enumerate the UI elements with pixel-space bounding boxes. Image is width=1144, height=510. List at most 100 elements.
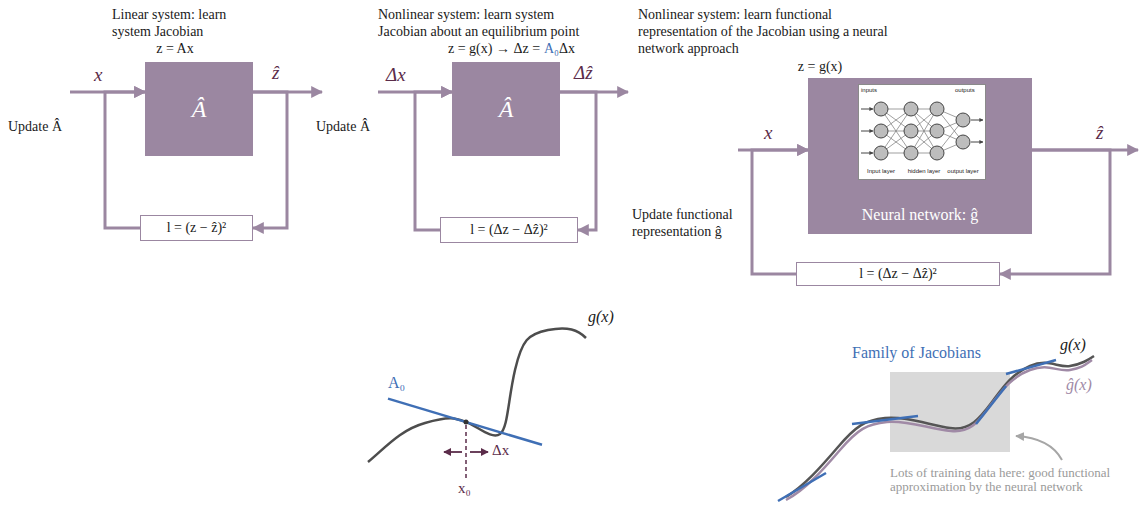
delta-arrow <box>444 451 462 453</box>
update-label-holder: Update Â <box>316 118 370 135</box>
tangent-label-holder: A₀ <box>388 374 405 391</box>
neuron <box>874 102 888 116</box>
tangent-line <box>976 386 1006 424</box>
panel-heading: Nonlinear system: learn system Jacobian … <box>378 6 600 40</box>
neural-network-box: inputs outputsInput layer hidden layer outp… <box>808 78 1032 234</box>
estimator-box: Â <box>452 62 560 156</box>
equation: z = g(x) <box>770 58 870 75</box>
curve-label: g(x) <box>1060 336 1086 353</box>
signal-label-holder: Δx <box>386 66 406 83</box>
annotation-note-holder: Lots of training data here: good functio… <box>890 466 1120 494</box>
io-arrow <box>861 109 873 110</box>
curve-label: g(x) <box>588 308 614 325</box>
tangent-line <box>1006 360 1056 374</box>
signal-label: Δẑ <box>574 64 593 81</box>
equation-holder: z = g(x) → Δz = <box>448 40 540 57</box>
feedback-connector <box>560 92 596 230</box>
signal-label: ẑ <box>272 64 279 81</box>
panel-heading-holder: Linear system: learn system Jacobian <box>112 6 252 40</box>
equilibrium-point <box>464 420 469 425</box>
network-picture <box>859 85 985 179</box>
panel-heading-holder: Nonlinear system: learn system Jacobian … <box>378 6 600 40</box>
feedback-connector <box>415 92 452 230</box>
box-title: Neural network: ĝ <box>862 205 978 224</box>
signal-label-holder: Δẑ <box>574 64 593 81</box>
equation-symbol-holder: A₀ <box>544 40 559 57</box>
layer-label: hidden layer <box>908 168 941 175</box>
feedback-connector <box>105 92 145 228</box>
update-label-holder: Update Â <box>8 118 62 135</box>
delta-label-holder: Δx <box>492 442 509 459</box>
box-text: Â <box>192 95 207 124</box>
equation-symbol: A₀ <box>544 40 559 57</box>
box-text: l = (z − ẑ)² <box>167 220 227 237</box>
curve-label-holder: ĝ(x) <box>1066 376 1092 393</box>
panel-heading: Nonlinear system: learn functional repre… <box>638 6 890 57</box>
panel-heading-holder: Nonlinear system: learn functional repre… <box>638 6 890 57</box>
io-arrow <box>971 142 983 143</box>
layer-label: output layer <box>947 168 978 175</box>
layer-label: inputs <box>861 87 877 94</box>
signal-label: ẑ <box>1096 124 1103 141</box>
equation: z = Ax <box>140 40 210 57</box>
neuron <box>930 124 944 138</box>
point-label-holder: x₀ <box>458 480 471 497</box>
point-label: x₀ <box>458 480 471 497</box>
box-text: l = (Δz − Δẑ)² <box>470 222 548 239</box>
update-label: Update Â <box>316 118 370 135</box>
curve-family-label-holder: Family of Jacobians <box>852 344 981 361</box>
neuron <box>956 135 970 149</box>
annotation-note: Lots of training data here: good functio… <box>890 466 1120 494</box>
delta-label: Δx <box>492 442 509 459</box>
layer-label: Input layer <box>867 168 895 175</box>
io-arrow <box>861 153 873 154</box>
curve-family-label: Family of Jacobians <box>852 344 981 361</box>
neuron <box>930 102 944 116</box>
signal-label-holder: ẑ <box>272 64 279 81</box>
io-arrow <box>861 131 873 132</box>
neuron <box>956 113 970 127</box>
equilibrium-marker <box>465 425 467 478</box>
curve-label-holder: g(x) <box>588 308 614 325</box>
tangent-line <box>852 416 918 424</box>
signal-label-holder: x <box>764 124 772 141</box>
training-data-region <box>890 372 1010 452</box>
tangent-line <box>388 399 542 445</box>
tangent-line <box>778 473 826 501</box>
leader-arrow <box>1016 436 1062 460</box>
neuron <box>930 146 944 160</box>
panel-heading: Linear system: learn system Jacobian <box>112 6 252 40</box>
estimator-box: Â <box>145 62 253 156</box>
equation-holder: Δx <box>559 40 575 57</box>
neuron <box>904 146 918 160</box>
update-label: Update functional representation ĝ <box>632 206 746 240</box>
update-label: Update Â <box>8 118 62 135</box>
function-curve <box>368 328 586 462</box>
equation: Δx <box>559 40 575 57</box>
equation-holder: z = g(x) <box>770 58 870 75</box>
equation: z = g(x) → Δz = <box>448 40 540 57</box>
neuron <box>904 102 918 116</box>
update-label-holder: Update functional representation ĝ <box>632 206 746 240</box>
signal-label-holder: x <box>94 66 102 83</box>
signal-label-holder: ẑ <box>1096 124 1103 141</box>
signal-label: x <box>94 66 102 83</box>
box-text: Â <box>499 95 514 124</box>
feedback-connector <box>253 92 287 228</box>
io-arrow <box>971 120 983 121</box>
curve-label: ĝ(x) <box>1066 376 1092 393</box>
signal-label: Δx <box>386 66 406 83</box>
curve-label-holder: g(x) <box>1060 336 1086 353</box>
feedback-connector <box>752 150 808 274</box>
neuron <box>874 146 888 160</box>
layer-label: outputs <box>955 87 975 94</box>
box-text: l = (Δz − Δẑ)² <box>859 266 937 283</box>
equation-holder: z = Ax <box>140 40 210 57</box>
tangent-label: A₀ <box>388 374 405 391</box>
signal-label: x <box>764 124 772 141</box>
loss-box: l = (z − ẑ)² <box>140 215 253 241</box>
loss-box: l = (Δz − Δẑ)² <box>440 217 578 243</box>
neuron <box>904 124 918 138</box>
delta-arrow <box>470 451 488 453</box>
